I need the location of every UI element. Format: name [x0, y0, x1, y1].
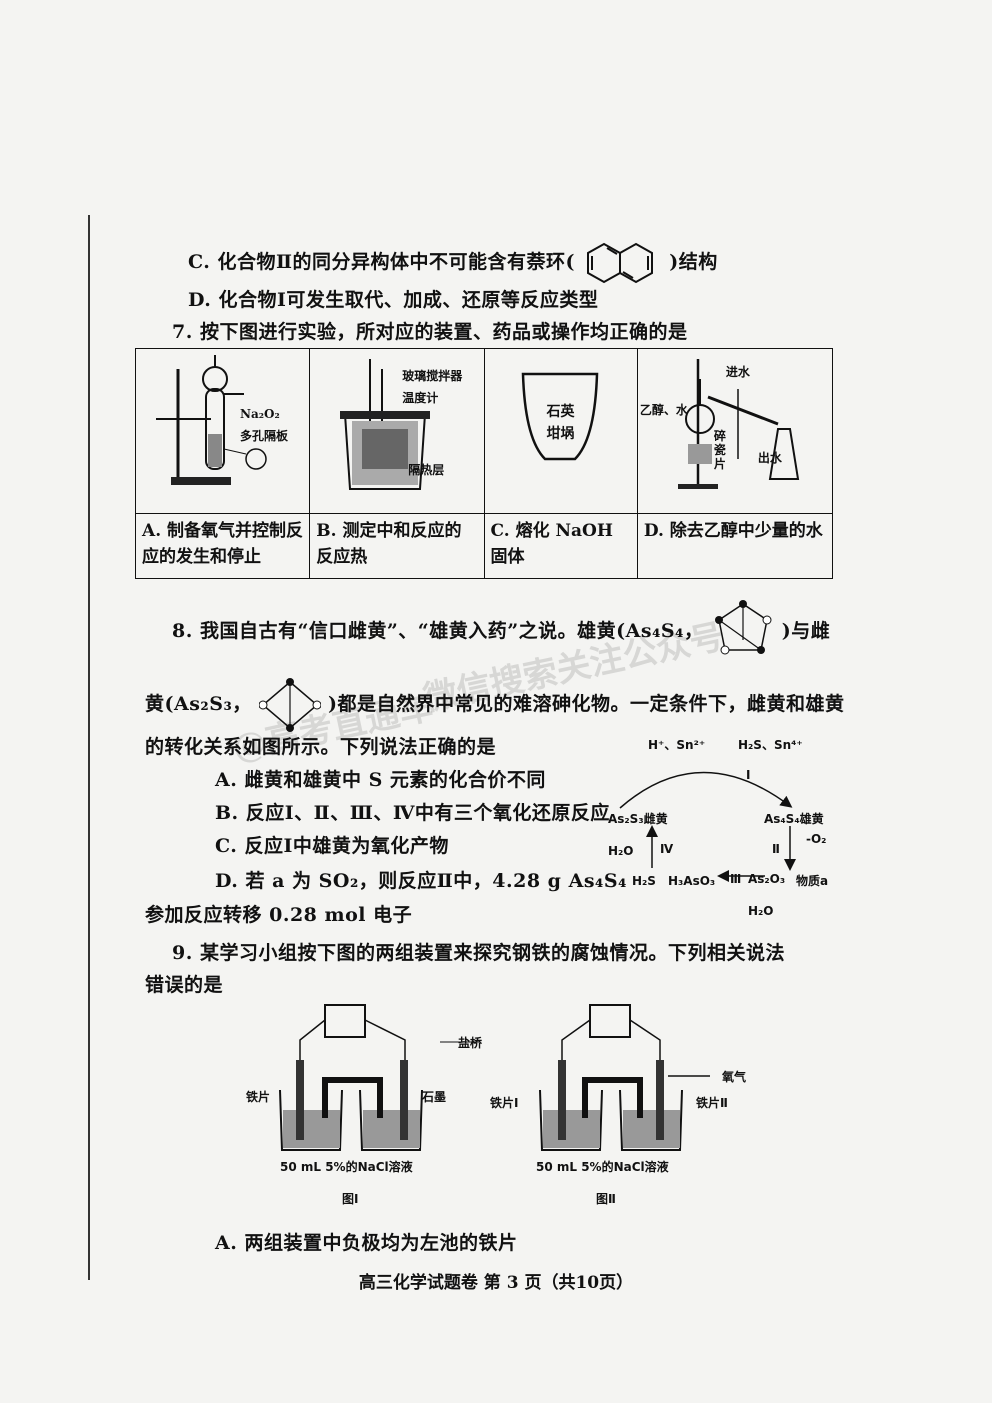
- calorimeter-drawing: [340, 359, 431, 490]
- apparatus-c: 石英 坩埚: [483, 348, 638, 514]
- gas-generator-drawing: [156, 355, 267, 485]
- q9-stem-2: 错误的是: [145, 974, 224, 996]
- q8-line-3: 的转化关系如图所示。下列说法正确的是: [145, 736, 497, 758]
- q8-line-2: 黄(As₂S₃， )都是自然界中常见的难溶砷化物。一定条件下，雌黄和雄黄: [145, 678, 845, 732]
- q7-apparatus-table: Na₂O₂ 多孔隔板 玻璃搅拌器 温度计 隔热层 石英 坩埚: [134, 348, 834, 579]
- label-quartz: 石英: [546, 404, 575, 420]
- diagram-as2o3: As₂O₃: [748, 872, 786, 886]
- q8-option-d: D. 若 a 为 SO₂，则反应Ⅱ中，4.28 g As₄S₄: [215, 870, 627, 892]
- diagram-substance-a: 物质a: [796, 874, 829, 888]
- option-c: C. 化合物Ⅱ的同分异构体中不可能含有萘环( )结构: [188, 240, 718, 286]
- caption-b: B. 测定中和反应的反应热: [309, 513, 485, 579]
- label-iron-fig1: 铁片: [246, 1090, 271, 1104]
- label-solution-fig2: 50 mL 5%的NaCl溶液: [536, 1160, 669, 1174]
- q9-stem-1: 9. 某学习小组按下图的两组装置来探究钢铁的腐蚀情况。下列相关说法: [172, 942, 785, 964]
- diagram-left-node: As₂S₃雌黄: [608, 812, 668, 826]
- diagram-reaction-4: Ⅳ: [660, 842, 674, 856]
- label-porous-plate: 多孔隔板: [240, 429, 289, 443]
- caption-a: A. 制备氧气并控制反应的发生和停止: [134, 513, 311, 579]
- label-crucible: 坩埚: [546, 426, 575, 442]
- q8-option-c: C. 反应Ⅰ中雄黄为氧化产物: [215, 835, 449, 857]
- label-iron-2: 铁片Ⅱ: [696, 1096, 728, 1110]
- label-graphite: 石墨: [422, 1090, 447, 1104]
- label-fig2: 图Ⅱ: [596, 1192, 616, 1206]
- apparatus-d: 乙醇、水 进水 碎瓷片 出水: [636, 348, 834, 514]
- label-solution-fig1: 50 mL 5%的NaCl溶液: [280, 1160, 413, 1174]
- label-thermometer: 温度计: [402, 391, 439, 405]
- crucible-drawing: [521, 372, 598, 461]
- label-fig1: 图Ⅰ: [342, 1192, 359, 1206]
- label-boiling-chips: 碎瓷片: [713, 429, 726, 471]
- diagram-reaction-1: Ⅰ: [746, 768, 751, 782]
- apparatus-b: 玻璃搅拌器 温度计 隔热层: [309, 348, 485, 514]
- diagram-top-left: H⁺、Sn²⁺: [648, 738, 706, 752]
- label-iron-1: 铁片Ⅰ: [490, 1096, 519, 1110]
- realgar-structure-icon: [714, 600, 772, 655]
- label-water-in: 进水: [725, 365, 750, 379]
- apparatus-a: Na₂O₂ 多孔隔板: [134, 348, 311, 514]
- label-glass-stirrer: 玻璃搅拌器: [402, 369, 463, 383]
- label-salt-bridge: 盐桥: [458, 1036, 483, 1050]
- naphthalene-structure-icon: [587, 242, 654, 284]
- caption-c: C. 熔化 NaOH 固体: [483, 513, 638, 579]
- q7-stem: 7. 按下图进行实验，所对应的装置、药品或操作均正确的是: [172, 321, 688, 343]
- margin-rule: [88, 215, 90, 1280]
- label-water-out: 出水: [757, 451, 782, 465]
- page-footer: 高三化学试题卷 第 3 页（共10页）: [358, 1273, 634, 1293]
- conversion-diagram-arrows: [619, 771, 796, 882]
- diagram-right-node: As₄S₄雄黄: [764, 812, 824, 826]
- diagram-h3aso3: H₃AsO₃: [668, 874, 716, 888]
- diagram-h2o-left: H₂O: [608, 844, 634, 858]
- label-insulation: 隔热层: [408, 463, 445, 477]
- q8-option-b: B. 反应Ⅰ、Ⅱ、Ⅲ、Ⅳ中有三个氧化还原反应: [215, 802, 610, 824]
- diagram-o2: -O₂: [806, 832, 827, 846]
- diagram-top-right: H₂S、Sn⁴⁺: [738, 738, 803, 752]
- q8-option-d-cont: 参加反应转移 0.28 mol 电子: [145, 904, 413, 926]
- corrosion-apparatus-drawing: [279, 1004, 710, 1151]
- diagram-h2o-bottom: H₂O: [748, 904, 774, 918]
- label-na2o2: Na₂O₂: [240, 407, 280, 421]
- q8-option-a: A. 雌黄和雄黄中 S 元素的化合价不同: [215, 769, 546, 791]
- diagram-reaction-3: Ⅲ: [730, 872, 742, 886]
- diagram-h2s: H₂S: [632, 874, 656, 888]
- orpiment-structure-icon: [258, 678, 322, 732]
- label-oxygen: 氧气: [722, 1070, 747, 1084]
- diagram-reaction-2: Ⅱ: [772, 842, 780, 856]
- distillation-drawing: [677, 359, 800, 489]
- caption-d: D. 除去乙醇中少量的水: [636, 513, 834, 579]
- q8-line-1: 8. 我国自古有“信口雌黄”、“雄黄入药”之说。雄黄(As₄S₄， )与雌: [172, 600, 830, 664]
- option-d: D. 化合物Ⅰ可发生取代、加成、还原等反应类型: [188, 289, 599, 311]
- q9-option-a: A. 两组装置中负极均为左池的铁片: [215, 1232, 518, 1254]
- label-ethanol-water: 乙醇、水: [639, 403, 688, 417]
